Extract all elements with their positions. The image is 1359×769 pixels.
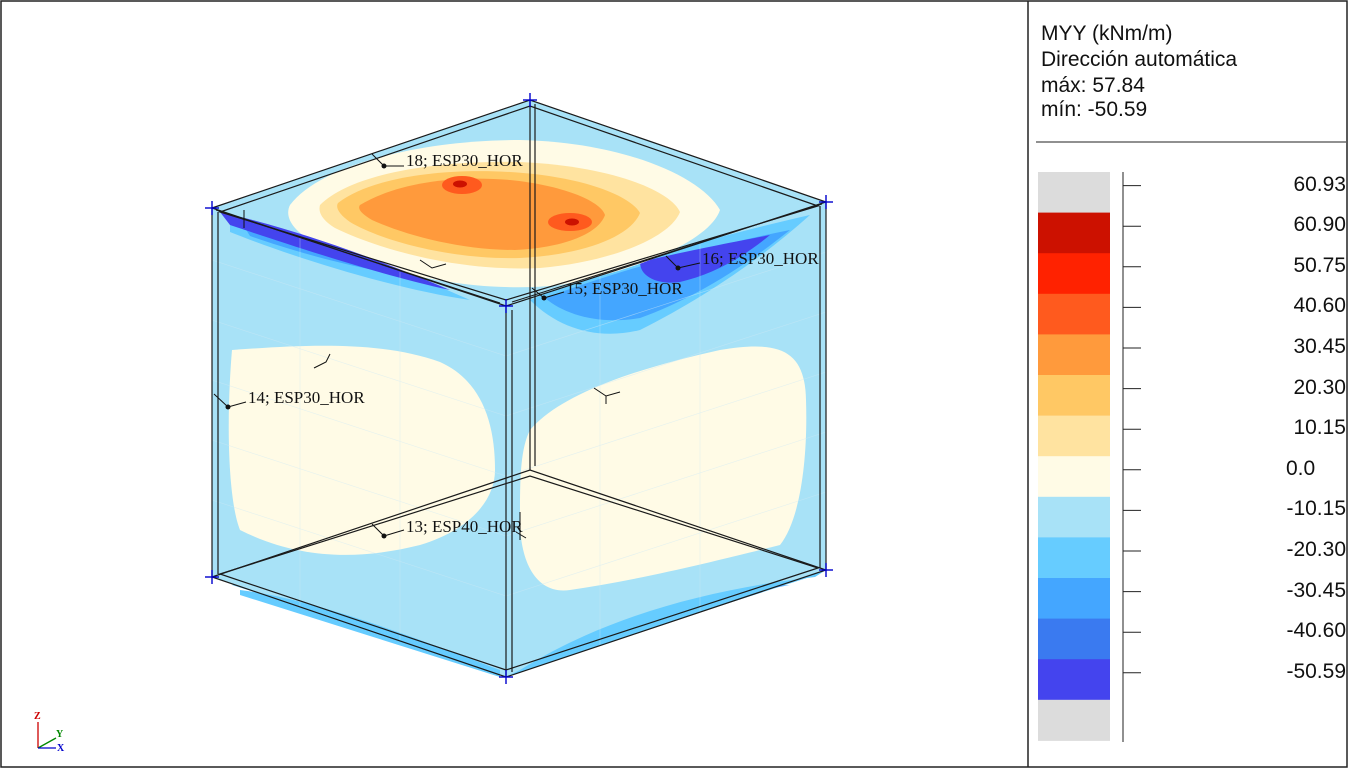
- legend-band: [1038, 659, 1110, 701]
- legend-tick-label: 60.93: [1293, 172, 1346, 196]
- label-plate-14[interactable]: 14; ESP30_HOR: [213, 388, 365, 410]
- node-markers: [205, 93, 833, 684]
- legend-band: [1038, 456, 1110, 498]
- legend-tick-label: 0.0: [1286, 456, 1316, 480]
- legend-ticks: [1123, 185, 1141, 674]
- top-slab-peak-core-1: [453, 180, 467, 188]
- left-wall-bottom-band: [240, 590, 500, 677]
- legend-band: [1038, 578, 1110, 620]
- y-axis-label: Y: [56, 729, 64, 740]
- local-axis-glyphs: [243, 210, 621, 540]
- top-slab-plate: [212, 100, 826, 306]
- legend-tick-label: 50.75: [1293, 253, 1346, 277]
- legend-tick-label: -10.15: [1286, 497, 1346, 521]
- cube-model[interactable]: 18; ESP30_HOR 16; ESP30_HOR 15; ESP30_HO…: [205, 93, 833, 684]
- legend-band: [1038, 212, 1110, 254]
- legend-tick-label: 20.30: [1293, 375, 1346, 399]
- legend-band: [1038, 334, 1110, 376]
- legend-tick-label: 40.60: [1293, 294, 1346, 318]
- legend-band: [1038, 537, 1110, 579]
- legend-tick-label: 60.90: [1293, 213, 1346, 237]
- label-plate-13[interactable]: 13; ESP40_HOR: [371, 517, 523, 539]
- label-plate-18[interactable]: 18; ESP30_HOR: [371, 151, 523, 170]
- legend-result-title: MYY (kNm/m): [1041, 22, 1173, 45]
- legend-band: [1038, 375, 1110, 417]
- top-slab-left-blue: [220, 212, 450, 290]
- cube-edges: [210, 99, 828, 678]
- legend-band: [1038, 253, 1110, 295]
- legend-max: máx: 57.84: [1041, 74, 1145, 97]
- right-wall-deep-band: [640, 235, 770, 283]
- legend-band: [1038, 699, 1110, 741]
- label-plate-15[interactable]: 15; ESP30_HOR: [531, 279, 683, 301]
- plate-18-text: 18; ESP30_HOR: [406, 151, 523, 170]
- plate-13-text: 13; ESP40_HOR: [406, 517, 523, 536]
- y-axis-line: [37, 737, 57, 749]
- top-slab-peak-core-2: [565, 218, 579, 226]
- legend-band: [1038, 618, 1110, 660]
- legend-color-scale: [1038, 172, 1110, 741]
- legend-tick-label: -50.59: [1286, 659, 1346, 683]
- legend-min: mín: -50.59: [1041, 98, 1148, 121]
- legend-band: [1038, 172, 1110, 214]
- left-wall-cream-zone: [228, 345, 495, 555]
- legend-band: [1038, 293, 1110, 335]
- label-plate-16[interactable]: 16; ESP30_HOR: [665, 249, 819, 271]
- z-axis-label: Z: [34, 711, 41, 722]
- plate-labels: 18; ESP30_HOR 16; ESP30_HOR 15; ESP30_HO…: [213, 151, 819, 539]
- legend-tick-label: -30.45: [1286, 578, 1346, 602]
- x-axis-label: X: [57, 743, 65, 754]
- axis-triad: Z Y X: [34, 711, 65, 754]
- plate-16-text: 16; ESP30_HOR: [702, 249, 819, 268]
- legend-tick-label: -40.60: [1286, 619, 1346, 643]
- legend-tick-label: 10.15: [1293, 416, 1346, 440]
- legend-tick-label: 30.45: [1293, 335, 1346, 358]
- legend-band: [1038, 496, 1110, 538]
- legend-band: [1038, 415, 1110, 457]
- plate-14-text: 14; ESP30_HOR: [248, 388, 365, 407]
- right-wall-cream-zone: [520, 346, 807, 591]
- top-slab-dark-orange: [359, 178, 605, 250]
- fe-mesh: [211, 238, 827, 646]
- plate-15-text: 15; ESP30_HOR: [566, 279, 683, 298]
- legend-tick-label: -20.30: [1286, 538, 1346, 561]
- legend-direction: Dirección automática: [1041, 48, 1238, 71]
